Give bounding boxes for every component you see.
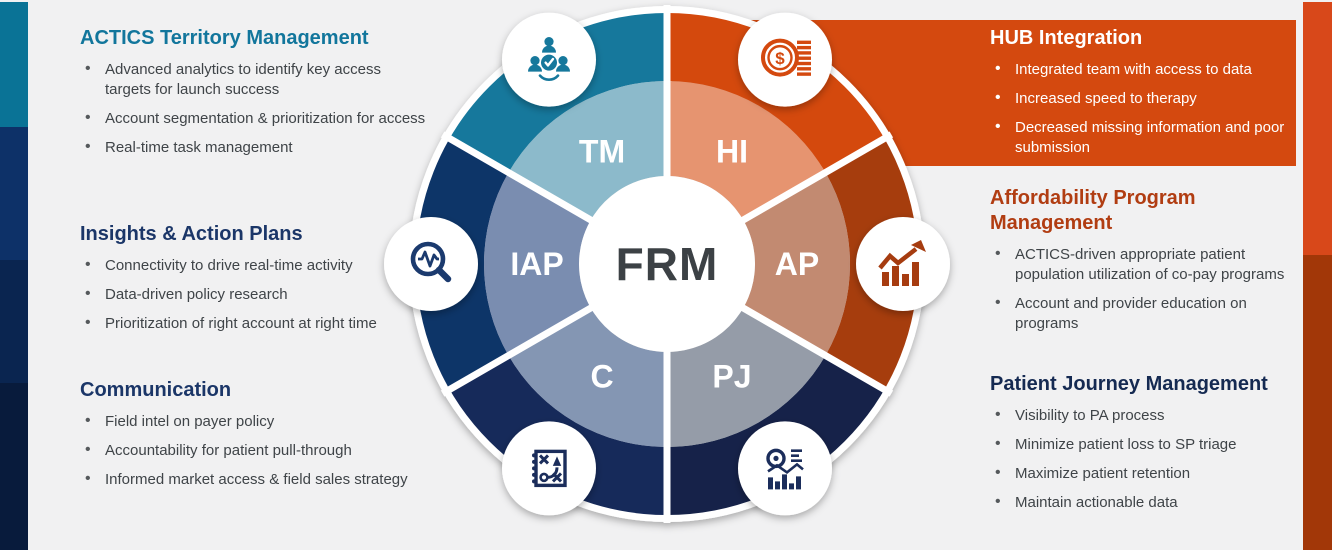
team-icon: [528, 37, 570, 81]
icon-badge-IAP: [384, 217, 478, 311]
left-edge-stripe-navy-dark: [0, 260, 28, 383]
icon-badge-TM: [502, 12, 596, 107]
right-edge-stripe-rust: [1303, 255, 1332, 550]
icon-circle: [502, 421, 596, 516]
left-edge-stripe-navy-medium: [0, 127, 28, 260]
analytics-icon: [766, 448, 804, 490]
wheel-center-circle: [579, 176, 755, 352]
segment-label-PJ: PJ: [712, 359, 751, 395]
segment-divider: [734, 300, 894, 397]
icon-circle: [738, 421, 832, 516]
icon-badge-PJ: [738, 421, 832, 516]
segment-label-C: C: [590, 359, 613, 395]
icon-badge-AP: [856, 217, 950, 311]
wheel-segment-inner-AP: [743, 172, 850, 356]
icon-badge-C: [502, 421, 596, 516]
segment-label-AP: AP: [775, 246, 819, 282]
segment-divider: [734, 131, 894, 228]
wheel-group: [409, 5, 925, 523]
wheel-segment-inner-IAP: [484, 172, 591, 356]
icon-circle: [856, 217, 950, 311]
wheel-segment-inner-PJ: [667, 308, 826, 447]
segment-label-IAP: IAP: [510, 246, 563, 282]
left-edge-stripe-navy-darkest: [0, 383, 28, 550]
growth-chart-icon: [878, 240, 926, 286]
segment-divider: [440, 131, 600, 228]
icon-badge-HI: $: [738, 12, 832, 107]
right-edge-stripe-orange: [1303, 2, 1332, 255]
wheel-segment-inner-HI: [667, 81, 826, 220]
wheel-center-label: FRM: [616, 238, 719, 290]
wheel-segment-inner-C: [508, 308, 667, 447]
left-edge-stripe-teal: [0, 2, 28, 127]
segment-label-HI: HI: [716, 133, 748, 169]
svg-text:$: $: [775, 49, 785, 68]
segment-divider: [440, 300, 600, 397]
wheel-segment-inner-TM: [508, 80, 667, 220]
strategy-icon: [532, 449, 567, 488]
search-pulse-icon: [410, 241, 452, 283]
segment-label-TM: TM: [579, 133, 625, 169]
money-icon: $: [761, 38, 811, 77]
